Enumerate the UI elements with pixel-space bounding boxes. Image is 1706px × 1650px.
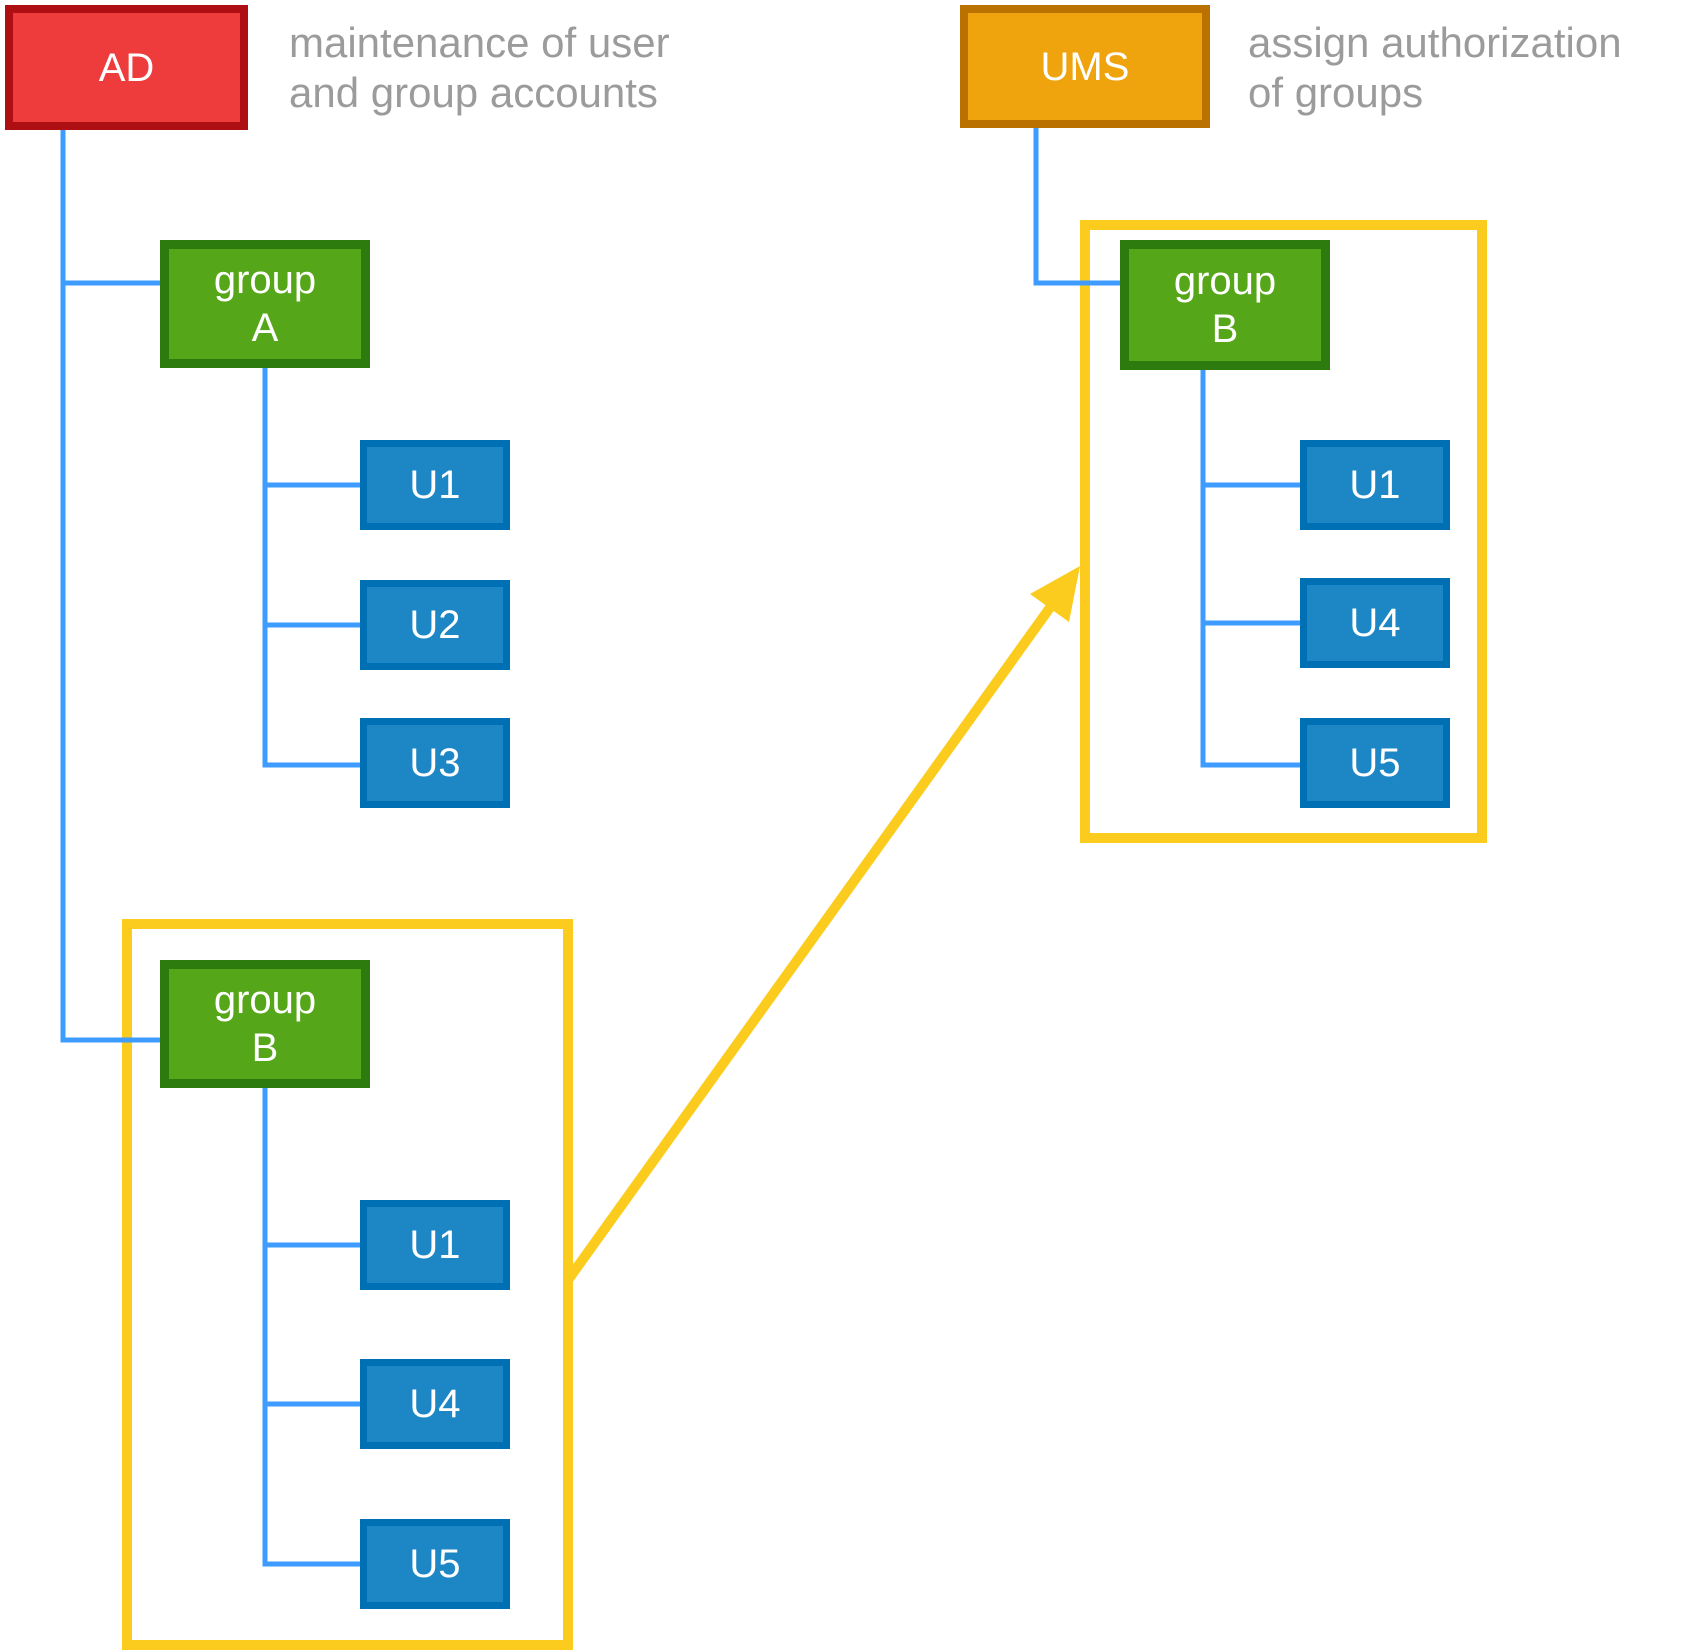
user-label: U4 [409, 1382, 461, 1426]
user-label: U4 [1349, 601, 1401, 645]
group-a-node: group A [160, 240, 370, 368]
group-b-right-label: group B [1173, 259, 1277, 351]
group-b-left-user-u4: U4 [360, 1359, 510, 1449]
user-label: U5 [1349, 741, 1401, 785]
sync-arrow-head [1030, 566, 1080, 622]
sync-arrow [563, 566, 1080, 1283]
user-label: U2 [409, 603, 461, 647]
group-b-left-node: group B [160, 960, 370, 1088]
group-b-left-user-u5: U5 [360, 1519, 510, 1609]
ums-system-label: UMS [1040, 44, 1130, 89]
group-b-left-label: group B [213, 978, 317, 1070]
group-b-right-user-u5: U5 [1300, 718, 1450, 808]
user-label: U3 [409, 741, 461, 785]
group-b-right-user-u4: U4 [1300, 578, 1450, 668]
group-a-user-u2: U2 [360, 580, 510, 670]
group-a-label: group A [213, 258, 317, 350]
group-a-descender-wire [262, 368, 360, 768]
ad-trunk-wire [60, 130, 160, 1043]
group-a-user-u1: U1 [360, 440, 510, 530]
group-b-left-user-u1: U1 [360, 1200, 510, 1290]
group-a-user-u3: U3 [360, 718, 510, 808]
user-label: U5 [409, 1542, 461, 1586]
ad-system-node: AD [5, 5, 248, 130]
sync-arrow-shaft [563, 599, 1059, 1283]
group-b-right-user-u1: U1 [1300, 440, 1450, 530]
ad-group-b-frame [122, 919, 573, 1650]
user-label: U1 [409, 1223, 461, 1267]
ad-system-label: AD [98, 45, 155, 90]
ad-note: maintenance of user and group accounts [289, 19, 670, 116]
group-b-right-node: group B [1120, 240, 1330, 370]
ums-system-node: UMS [960, 5, 1210, 128]
user-label: U1 [409, 463, 461, 507]
user-label: U1 [1349, 463, 1401, 507]
ums-group-b-frame [1080, 220, 1487, 843]
ums-note: assign authorization of groups [1248, 19, 1622, 116]
